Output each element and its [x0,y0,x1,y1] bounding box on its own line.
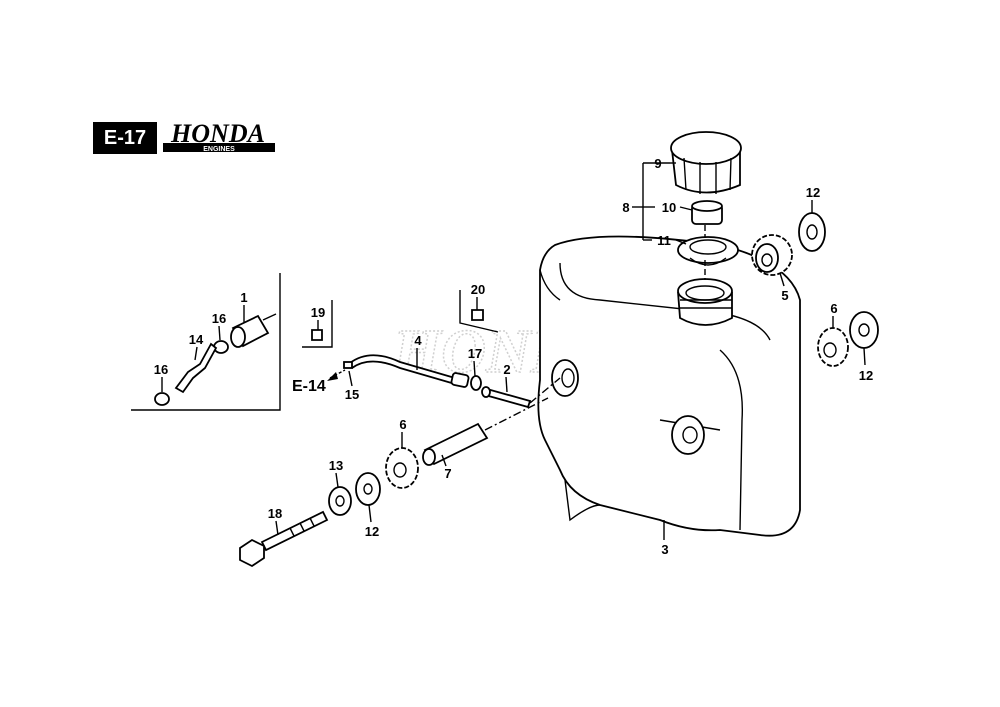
fuel-filter-inset [131,273,281,411]
callout-20: 20 [471,282,485,297]
callout-16-lower: 16 [154,362,168,377]
fuel-hose-short [174,342,218,394]
callout-9: 9 [654,156,661,171]
honda-logo-sub: ENGINES [203,146,235,153]
callout-14: 14 [189,332,204,347]
fuel-line [343,354,470,388]
callout-1: 1 [240,290,247,305]
e14-arrow [327,369,346,381]
hose-clamp-lower [154,392,170,406]
alignment-lines [484,225,706,431]
collar-7 [422,422,489,466]
callout-8: 8 [622,200,629,215]
callout-12-left: 12 [365,524,379,539]
grommet-left [385,447,419,489]
callout-5: 5 [781,288,788,303]
callout-11: 11 [657,233,671,248]
cap-insert [691,200,723,225]
grommet-right-mid [817,327,849,367]
honda-logo: HONDA ENGINES [163,119,275,153]
washer-left [355,472,381,506]
callout-6-left: 6 [399,417,406,432]
callout-16-upper: 16 [212,311,226,326]
clip-inset-20 [459,290,499,333]
callout-6-right: 6 [830,301,837,316]
fuel-tube [481,386,532,409]
callout-18: 18 [268,506,282,521]
callout-3: 3 [661,542,668,557]
callout-13: 13 [329,458,343,473]
hose-clamp-17 [470,375,482,391]
callout-19: 19 [311,305,325,320]
fuel-cap [670,131,742,194]
fuel-tank [537,235,801,537]
callout-2: 2 [503,362,510,377]
leader-lines [161,162,866,540]
fuel-filter [230,313,277,348]
callout-12-top-right: 12 [806,185,820,200]
washer-right-mid [849,311,879,349]
callout-7: 7 [444,466,451,481]
callout-4: 4 [414,333,422,348]
washer-13 [328,486,352,516]
callout-17: 17 [468,346,482,361]
grommet-right-top [751,234,793,276]
callout-15: 15 [345,387,359,402]
callout-12-mid-right: 12 [859,368,873,383]
callout-10: 10 [662,200,676,215]
washer-right-top [798,212,826,252]
fuel-strainer [677,236,739,266]
reference-e14-label: E-14 [292,378,326,395]
flange-bolt [239,510,329,568]
section-badge: E-17 [93,122,157,154]
